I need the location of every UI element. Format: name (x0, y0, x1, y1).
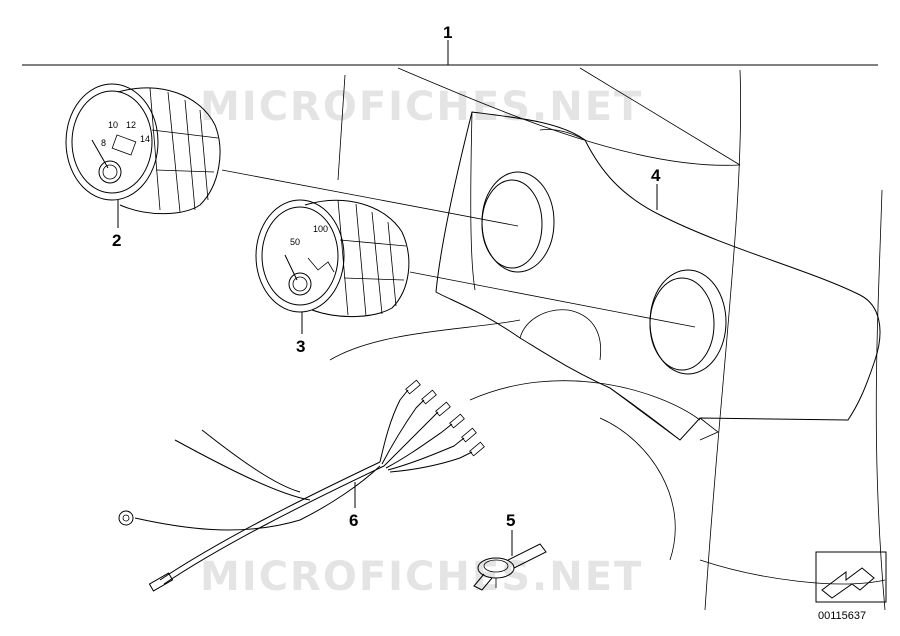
instrument-panel (435, 111, 881, 441)
background-contours (329, 67, 886, 611)
gauge-2-scale-10: 10 (108, 120, 118, 130)
callout-1: 1 (443, 23, 452, 42)
direction-arrow-icon (821, 567, 875, 599)
gauge-2-scale-8: 8 (101, 138, 106, 148)
watermark-top: MICROFICHES.NET (200, 84, 643, 130)
callout-2: 2 (112, 231, 121, 250)
gauge-3: 50 100 (255, 199, 410, 317)
gauge-3-scale-50: 50 (290, 237, 300, 247)
callout-6: 6 (349, 511, 358, 530)
gauge-2-scale-12: 12 (126, 120, 136, 130)
gauge-2: 8 10 12 14 (65, 83, 221, 215)
callout-3: 3 (296, 337, 305, 356)
watermark-bottom: MICROFICHES.NET (200, 554, 643, 600)
callout-5: 5 (506, 511, 515, 530)
callout-4: 4 (651, 166, 661, 185)
reference-number: 00115637 (818, 610, 866, 622)
bulb-socket (473, 543, 547, 591)
wiring-harness (118, 379, 485, 592)
gauge-2-scale-14: 14 (140, 134, 150, 144)
reference-box: 00115637 (815, 551, 887, 622)
pointer-3-to-hole (409, 271, 696, 328)
pointer-2-to-hole (221, 169, 519, 227)
gauge-3-scale-100: 100 (313, 224, 328, 234)
